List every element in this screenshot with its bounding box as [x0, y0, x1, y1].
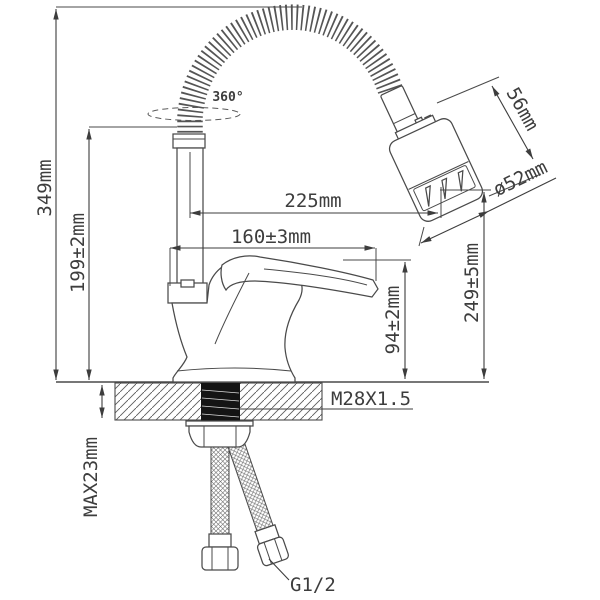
dim-label-handle-reach: 160±3mm: [231, 226, 311, 248]
annotation-g12: G1/2: [268, 558, 336, 596]
label-mount-thread: M28X1.5: [331, 388, 411, 410]
dim-label-head-diameter: ø52mm: [490, 156, 551, 201]
dim-label-head-length: 56mm: [502, 84, 543, 135]
hose-collar: [172, 133, 206, 149]
body-contour-line: [214, 272, 250, 345]
dim-label-column-height: 199±2mm: [67, 213, 89, 293]
dimension-249mm: 249±5mm: [440, 189, 491, 379]
straight-braided-hose: [210, 446, 230, 535]
shank-thread-lines: [201, 389, 240, 418]
ext-line-56-top: [436, 76, 500, 104]
dimension-349mm: 349mm: [34, 6, 302, 380]
straight-hose-ferrule: [208, 533, 232, 548]
label-supply-thread: G1/2: [290, 574, 336, 596]
dimension-225mm: 225mm: [189, 152, 442, 218]
nozzle-1: [424, 184, 431, 207]
handle-contour-line: [263, 268, 368, 286]
dim-label-handle-height: 94±2mm: [382, 286, 404, 355]
dimension-94mm: 94±2mm: [343, 259, 411, 379]
faucet-body: [167, 255, 379, 383]
fitting-band-line: [393, 113, 416, 125]
countertop-deck: [56, 381, 489, 421]
connector-tab: [180, 279, 195, 288]
annotation-m28: M28X1.5: [240, 388, 413, 410]
dimension-160mm: 160±3mm: [169, 226, 377, 286]
mounting-washer: [185, 420, 254, 427]
head-face-divider: [408, 161, 469, 190]
lever-handle: [220, 255, 379, 298]
supply-hose-straight: [201, 446, 239, 571]
diagonal-braided-hose: [226, 437, 274, 532]
dimension-max23mm: MAX23mm: [80, 385, 105, 517]
spray-head-body: [388, 118, 484, 222]
flexible-hose: [177, 4, 404, 143]
swivel-rotation-ellipse: [147, 107, 241, 121]
diagonal-hose-nut: [256, 536, 290, 567]
label-swivel-angle: 360°: [212, 90, 243, 105]
dim-label-outlet-height: 249±5mm: [461, 243, 483, 323]
g12-leader-line: [268, 558, 290, 581]
mounting-nut: [188, 425, 251, 448]
head-face-plate: [413, 165, 476, 212]
dim-label-overall-height: 349mm: [34, 159, 56, 216]
ext-line-56-bottom: [488, 173, 542, 197]
nozzle-3: [457, 169, 464, 192]
hose-corrugation-texture: [177, 4, 404, 143]
spray-head-assembly: [380, 85, 484, 222]
dim-label-head-reach: 225mm: [284, 190, 341, 212]
base-crease-line: [176, 367, 292, 372]
diagonal-nut-facet-2: [273, 538, 283, 561]
dim-label-deck-thickness: MAX23mm: [80, 437, 102, 517]
dimension-199mm: 199±2mm: [67, 126, 177, 380]
straight-hose-nut: [201, 546, 239, 571]
